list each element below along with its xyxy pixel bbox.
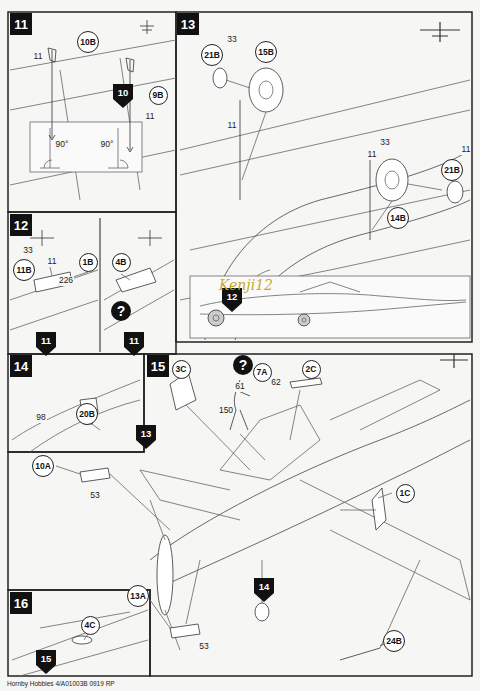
callout-number: 4B bbox=[116, 257, 127, 267]
callout-number: 11 bbox=[14, 17, 28, 32]
part-label: 90° bbox=[100, 140, 115, 149]
part-label: 11 bbox=[47, 257, 58, 266]
callout-number: 15B bbox=[258, 47, 274, 57]
part-callout: 21B bbox=[441, 159, 464, 182]
callout-number: 15 bbox=[41, 653, 52, 664]
callout-number: 2C bbox=[306, 364, 317, 374]
part-callout: 21B bbox=[201, 44, 224, 67]
callout-number: 9B bbox=[153, 90, 164, 100]
callout-number: 1C bbox=[400, 488, 411, 498]
part-label: 33 bbox=[379, 138, 390, 147]
callout-number: 13 bbox=[181, 17, 195, 32]
part-callout: 1C bbox=[396, 484, 415, 503]
part-label: 150 bbox=[218, 406, 234, 415]
part-callout: 3C bbox=[172, 360, 191, 379]
part-callout: 14B bbox=[387, 207, 410, 230]
part-callout: 4B bbox=[112, 253, 131, 272]
step-number: 13 bbox=[177, 13, 199, 35]
part-label: 33 bbox=[226, 35, 237, 44]
callout-number: 20B bbox=[79, 409, 95, 419]
callout-number: 1B bbox=[83, 257, 94, 267]
part-label: 33 bbox=[22, 246, 33, 255]
watermark: Kenji12 bbox=[218, 278, 274, 293]
part-callout: 4C bbox=[81, 616, 100, 635]
step-reference-flag: 11 bbox=[124, 332, 144, 356]
callout-number: ? bbox=[239, 357, 248, 373]
callout-number: 16 bbox=[14, 596, 28, 611]
step-number: 15 bbox=[147, 355, 169, 377]
part-label: 11 bbox=[33, 52, 44, 61]
callout-number: 10B bbox=[80, 37, 96, 47]
callout-number: ? bbox=[117, 303, 126, 319]
optional-symbol: ? bbox=[111, 301, 131, 321]
part-callout: 20B bbox=[76, 403, 99, 426]
part-callout: 10A bbox=[32, 455, 55, 478]
step-number: 11 bbox=[10, 13, 32, 35]
footer-note: Hornby Hobbies 4/A01003B 0919 RP bbox=[6, 680, 116, 687]
part-callout: 10B bbox=[77, 31, 100, 54]
part-label: 62 bbox=[270, 378, 281, 387]
callout-number: 21B bbox=[444, 165, 460, 175]
callout-number: 10A bbox=[35, 461, 51, 471]
callout-number: 12 bbox=[14, 218, 28, 233]
step-reference-flag: 10 bbox=[113, 84, 133, 108]
part-label: 11 bbox=[367, 150, 378, 159]
part-callout: 9B bbox=[149, 86, 168, 105]
part-label: 226 bbox=[58, 276, 74, 285]
step-number: 14 bbox=[10, 355, 32, 377]
callout-number: 13 bbox=[141, 428, 152, 439]
part-label: 53 bbox=[198, 642, 209, 651]
step-reference-flag: 13 bbox=[136, 425, 156, 449]
callout-number: 14B bbox=[390, 213, 406, 223]
step-number: 16 bbox=[10, 592, 32, 614]
step-reference-flag: 15 bbox=[36, 650, 56, 674]
callout-number: 11 bbox=[129, 335, 139, 346]
callout-number: 10 bbox=[118, 87, 129, 98]
part-label: 53 bbox=[89, 491, 100, 500]
callout-number: 14 bbox=[14, 359, 28, 374]
callout-number: 14 bbox=[259, 581, 270, 592]
part-callout: 2C bbox=[302, 360, 321, 379]
part-label: 61 bbox=[234, 382, 245, 391]
step-reference-flag: 14 bbox=[254, 578, 274, 602]
part-label: 98 bbox=[35, 413, 46, 422]
callout-number: 11 bbox=[41, 335, 51, 346]
callout-number: 11B bbox=[16, 265, 31, 275]
part-callout: 1B bbox=[79, 253, 98, 272]
callout-number: 4C bbox=[85, 620, 96, 630]
part-label: 11 bbox=[145, 112, 156, 121]
part-callout: 11B bbox=[13, 259, 35, 281]
callout-number: 13A bbox=[130, 591, 146, 601]
callout-number: 3C bbox=[176, 364, 187, 374]
part-label: 11 bbox=[227, 121, 238, 130]
part-callout: 15B bbox=[255, 41, 278, 64]
part-callout: 24B bbox=[383, 630, 406, 653]
callout-number: 21B bbox=[204, 50, 220, 60]
part-callout: 13A bbox=[127, 585, 150, 608]
part-label: 90° bbox=[55, 140, 70, 149]
callout-number: 15 bbox=[151, 359, 165, 374]
part-callout: 7A bbox=[253, 363, 272, 382]
step-number: 12 bbox=[10, 214, 32, 236]
optional-symbol: ? bbox=[233, 355, 253, 375]
part-label: 11 bbox=[461, 145, 472, 154]
step-reference-flag: 11 bbox=[36, 332, 56, 356]
callout-number: 24B bbox=[386, 636, 402, 646]
callout-number: 7A bbox=[257, 367, 268, 377]
